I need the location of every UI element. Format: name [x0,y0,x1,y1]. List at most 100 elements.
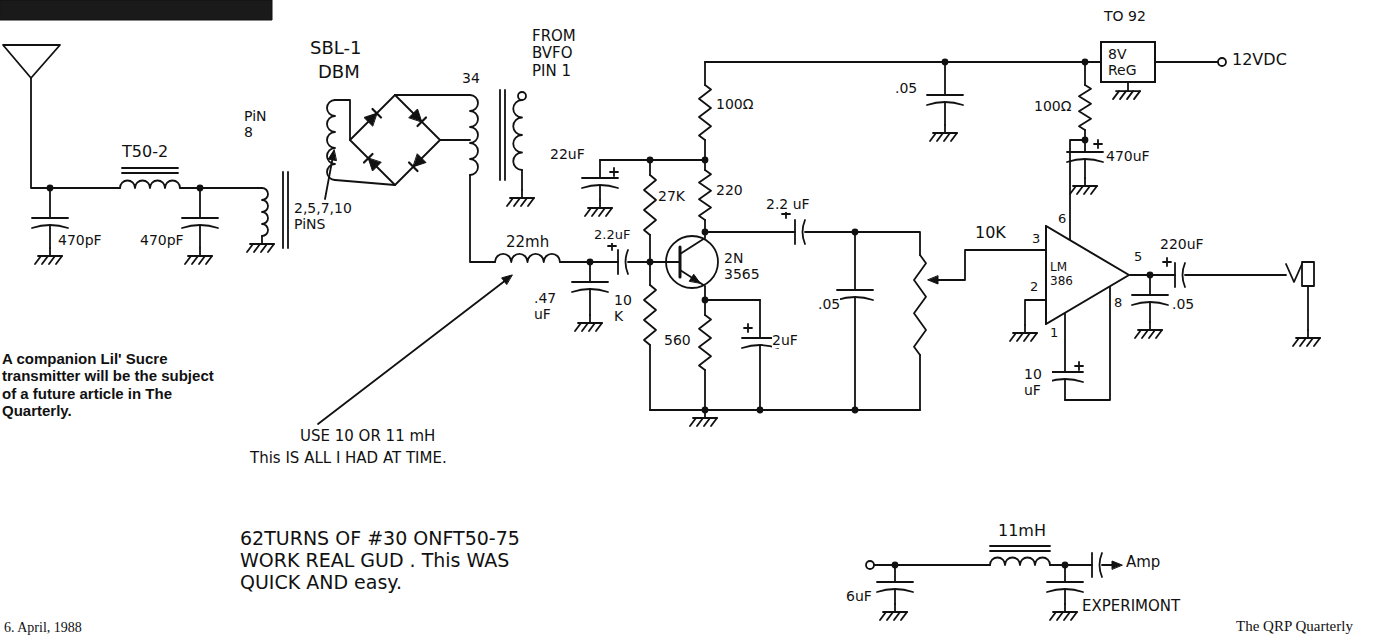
diode-symbol [409,109,422,122]
ground-symbol [894,612,900,620]
component-label: SBL-1 [310,38,361,59]
ground-symbol [268,244,274,252]
wire [894,590,896,604]
ground-symbol [1120,91,1126,99]
inductor-symbol [262,188,268,236]
capacitor-plate [1047,371,1083,373]
ground-symbol [49,256,55,264]
core-line [287,172,289,248]
wire [599,200,601,208]
wire [919,355,921,410]
polarity-mark [610,168,618,176]
earphone-symbol [1302,262,1314,286]
component-value: 560 [664,332,691,348]
arrowhead [928,276,938,284]
node-text: LM 386 [1050,261,1080,289]
wire [1185,274,1286,276]
ground-symbol [1010,333,1016,341]
polarity-mark [1075,362,1083,370]
capacitor-plate [1174,263,1176,287]
ground-symbol [206,256,212,264]
ground-symbol [42,256,48,264]
ground-symbol [1156,330,1162,338]
ground-symbol [507,198,513,206]
wire [759,346,761,410]
wire [1084,160,1086,178]
wire [649,235,651,262]
component-value: .05 [818,296,840,312]
terminal-circle [1218,58,1226,66]
component-value: 220uF [1160,236,1204,252]
amplifier-outline [1046,226,1129,324]
wire [1084,140,1086,152]
ground-symbol [937,133,943,141]
component-value: 10 uF [1024,366,1052,398]
wire [704,62,706,85]
handwritten-note: This IS ALL I HAD AT TIME. [250,450,447,467]
wire [854,298,856,410]
component-value: 11mH [998,522,1046,540]
pin-number: 6 [1058,212,1066,227]
package-label: TO 92 [1104,8,1146,24]
wire [704,370,706,410]
signal-note: FROM BVFO PIN 1 [532,28,582,80]
wire [1156,61,1218,63]
ground-symbol [1307,338,1313,346]
ground-symbol [1113,91,1119,99]
wire [1024,325,1026,333]
wire [49,226,51,248]
component-value: .05 [895,80,917,96]
wire [1025,300,1045,325]
capacitor-plate [837,289,873,291]
part-number: 2N 3565 [724,250,764,282]
earphone-symbol [1286,264,1302,282]
wire [649,262,651,285]
ground-symbol [1127,91,1133,99]
wire [1149,275,1151,295]
photo-edge [0,0,272,20]
resistor-symbol [699,170,711,220]
ground-symbol [606,208,612,216]
polarity-mark [1163,258,1171,266]
inductor-symbol [990,558,1050,566]
component-value: 470uF [1106,148,1150,164]
capacitor-plate [572,281,608,283]
pin-number: 5 [1134,250,1142,265]
component-value: 22mh [506,234,549,251]
diode-symbol [413,154,426,167]
capacitor-plate [1132,294,1168,296]
pin-number: 3 [1032,232,1040,247]
wire [589,315,591,323]
ground-symbol [592,208,598,216]
ground-symbol [35,256,41,264]
capacitor-plate [927,102,963,105]
ground-symbol [1064,612,1070,620]
ground-symbol [521,198,527,206]
junction-dot [758,408,763,413]
ground-symbol [1084,186,1090,194]
ground-symbol [589,323,595,331]
wire [680,220,705,254]
wire [395,94,470,96]
wire [944,62,946,95]
inductor-symbol [120,181,180,189]
core-line [122,172,178,174]
wire [938,250,1045,280]
arrowhead [689,274,700,283]
wire [944,125,946,133]
ground-symbol [1142,330,1148,338]
ground-symbol [1024,333,1030,341]
component-value: 220 [716,182,743,198]
polarity-mark [608,242,616,250]
page-footer: The QRP Quarterly [1236,618,1353,635]
diode-ring [350,95,440,185]
ground-symbol [901,612,907,620]
wire [874,564,990,566]
transistor-symbol [679,247,682,277]
terminal-circle [866,561,874,569]
pin-label: PiN 8 [244,108,274,140]
wire [704,300,706,315]
capacitor-plate [1091,553,1093,577]
